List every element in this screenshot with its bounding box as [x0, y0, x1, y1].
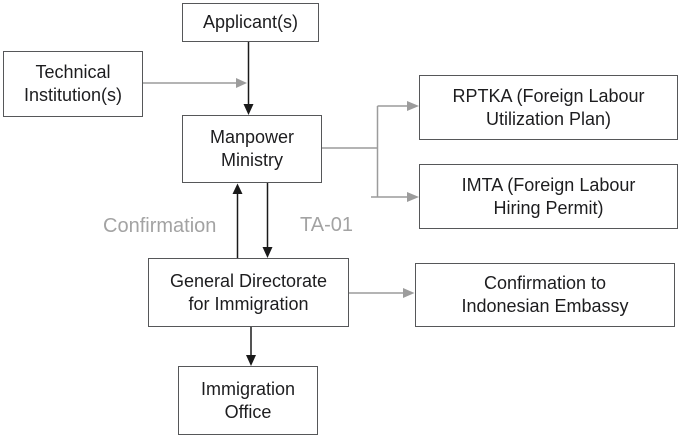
node-applicants: Applicant(s): [182, 3, 319, 42]
node-immigration-line2: Office: [224, 401, 272, 422]
node-manpower-line1: Manpower: [209, 127, 295, 147]
node-immigration-office: Immigration Office: [178, 366, 318, 435]
node-rptka-line2: Utilization Plan): [485, 108, 612, 129]
node-manpower-ministry: Manpower Ministry: [182, 115, 322, 183]
node-manpower-line2: Ministry: [221, 150, 283, 170]
arrow-general-directorate-to-embassy: [349, 288, 415, 298]
node-general-directorate-line2: for Immigration: [188, 293, 309, 314]
arrow-general-directorate-to-manpower: [232, 183, 243, 258]
node-rptka-line1: RPTKA (Foreign Labour: [452, 85, 645, 106]
node-imta-line2: Hiring Permit): [493, 197, 604, 218]
edge-label-confirmation: Confirmation: [103, 215, 217, 237]
node-technical-line1: Technical: [35, 62, 111, 82]
node-applicants-label: Applicant(s): [202, 12, 299, 32]
arrow-technical-to-join: [143, 78, 247, 88]
node-imta-line1: IMTA (Foreign Labour: [461, 174, 636, 195]
node-general-directorate-line1: General Directorate: [169, 270, 328, 291]
node-technical-line2: Institution(s): [23, 85, 123, 105]
node-imta: IMTA (Foreign Labour Hiring Permit): [419, 164, 678, 229]
arrow-general-directorate-to-immigration: [246, 327, 256, 366]
node-embassy-line2: Indonesian Embassy: [461, 296, 629, 316]
node-immigration-line1: Immigration: [200, 378, 296, 399]
arrow-manpower-to-general-directorate: [262, 183, 273, 258]
node-embassy-line1: Confirmation to: [483, 273, 607, 293]
arrow-manpower-to-rptka-imta: [322, 101, 419, 202]
node-rptka: RPTKA (Foreign Labour Utilization Plan): [419, 75, 678, 140]
edge-label-ta01: TA-01: [300, 214, 353, 236]
node-confirmation-indonesian-embassy: Confirmation to Indonesian Embassy: [415, 263, 675, 327]
node-technical-institutions: Technical Institution(s): [3, 51, 143, 117]
arrow-applicants-to-manpower: [243, 42, 254, 115]
node-general-directorate-immigration: General Directorate for Immigration: [148, 258, 349, 327]
